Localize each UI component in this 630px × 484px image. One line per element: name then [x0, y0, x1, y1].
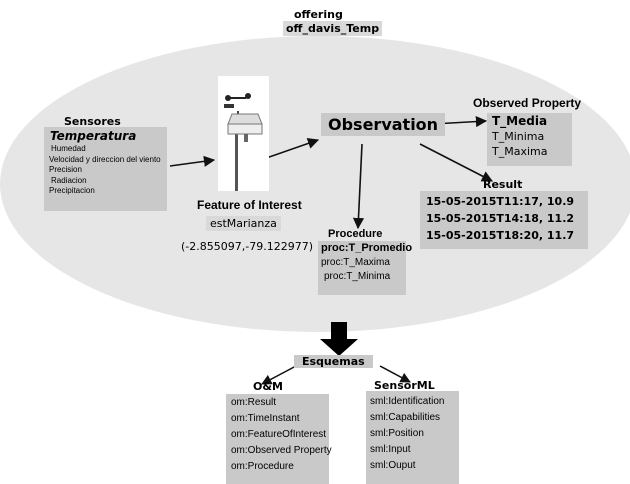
arrow-esquemas-to-om	[261, 365, 297, 385]
sensores-item: Precision	[49, 165, 82, 174]
result-item: 15-05-2015T11:17, 10.9	[426, 195, 575, 208]
main-ellipse	[0, 36, 630, 332]
observed-property-item: T_Media	[492, 114, 548, 128]
sensorml-item: sml:Ouput	[370, 460, 416, 471]
om-item: om:Procedure	[231, 461, 294, 472]
sensorml-title: SensorML	[374, 379, 435, 392]
observed-property-title: Observed Property	[473, 96, 582, 110]
sensorml-item: sml:Capabilities	[370, 412, 441, 423]
result-item: 15-05-2015T14:18, 11.2	[426, 212, 575, 225]
sensorml-item: sml:Input	[370, 444, 411, 455]
om-title: O&M	[253, 380, 283, 393]
sensorml-box: sml:Identification sml:Capabilities sml:…	[366, 391, 459, 484]
esquemas-label: Esquemas	[294, 355, 373, 368]
sensores-main: Temperatura	[50, 129, 137, 143]
arrow-esquemas-to-sensorml	[379, 365, 411, 383]
sensores-item: Radiacion	[51, 175, 87, 185]
procedure-item: proc:T_Promedio	[321, 242, 413, 254]
arrow-sensores-to-feature	[169, 155, 216, 167]
observed-property-item: T_Maxima	[492, 145, 548, 158]
feature-coords: (-2.855097,-79.122977)	[181, 240, 313, 253]
result-title: Result	[483, 178, 523, 191]
sensores-item: Precipitacion	[49, 186, 95, 195]
arrow-observation-to-procedure	[352, 143, 365, 230]
om-item: om:TimeInstant	[231, 413, 300, 424]
observation-node: Observation	[321, 113, 446, 136]
om-item: om:Observed Property	[231, 445, 332, 456]
sensores-item: Velocidad y direccion del viento	[49, 154, 161, 164]
sensorml-item: sml:Position	[370, 428, 424, 439]
procedure-item: proc:T_Maxima	[321, 257, 390, 268]
offering-id: off_davis_Temp	[283, 21, 383, 36]
sensorml-item: sml:Identification	[370, 396, 445, 407]
result-item: 15-05-2015T18:20, 11.7	[426, 229, 575, 242]
sensores-title: Sensores	[64, 115, 121, 128]
result-box: 15-05-2015T11:17, 10.9 15-05-2015T14:18,…	[420, 191, 588, 249]
om-box: om:Result om:TimeInstant om:FeatureOfInt…	[226, 394, 332, 484]
sensores-item: Humedad	[51, 144, 86, 153]
feature-name: estMarianza	[206, 216, 281, 231]
arrow-observation-to-result	[419, 143, 493, 182]
procedure-box: proc:T_Promedio proc:T_Maxima proc:T_Min…	[318, 241, 413, 295]
om-item: om:FeatureOfInterest	[231, 429, 327, 440]
observed-property-item: T_Minima	[492, 130, 545, 143]
feature-title: Feature of Interest	[197, 198, 302, 212]
procedure-item: proc:T_Minima	[324, 271, 391, 282]
big-down-arrow	[320, 322, 358, 356]
procedure-title: Procedure	[328, 228, 383, 240]
weather-station-image	[218, 76, 269, 191]
om-item: om:Result	[231, 397, 277, 408]
offering-title: offering	[294, 8, 343, 21]
observed-property-box: T_Media T_Minima T_Maxima	[487, 113, 572, 166]
sensores-box: Temperatura Humedad Velocidad y direccio…	[44, 127, 167, 211]
